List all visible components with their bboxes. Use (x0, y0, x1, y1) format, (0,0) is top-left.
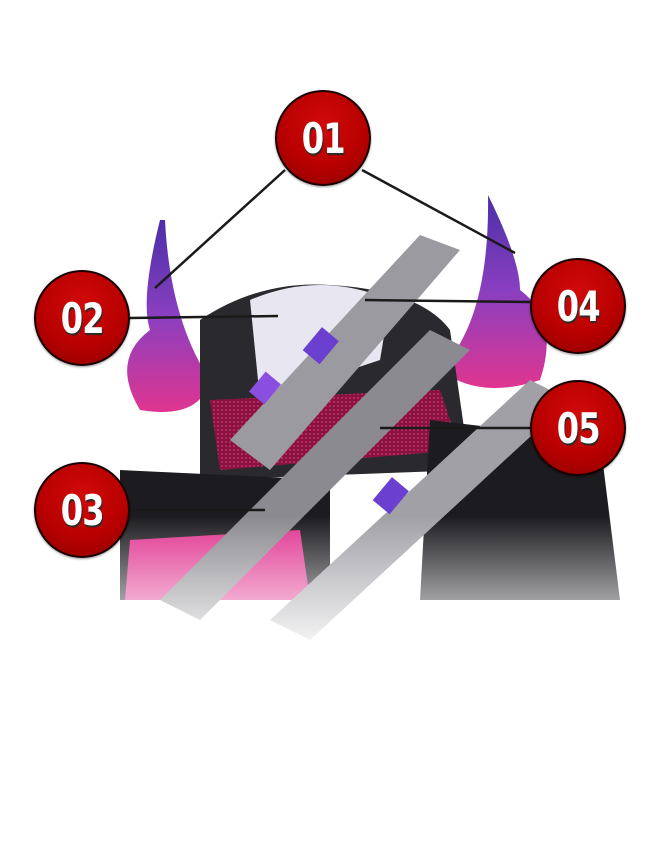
leader-lines (129, 168, 531, 512)
callout-marker-02: 02 (34, 270, 130, 366)
callout-label: 02 (60, 293, 104, 343)
callout-label: 03 (60, 485, 104, 535)
callout-label: 05 (556, 403, 600, 453)
callout-marker-01: 01 (275, 90, 371, 186)
callout-marker-05: 05 (530, 380, 626, 476)
leader-line-01a (154, 169, 286, 289)
callout-marker-04: 04 (530, 258, 626, 354)
leader-line-01b (361, 168, 516, 255)
callout-marker-03: 03 (34, 462, 130, 558)
leader-line-02 (129, 314, 279, 320)
callout-label: 04 (556, 281, 600, 331)
callout-label: 01 (301, 113, 345, 163)
leader-line-04 (364, 298, 531, 304)
